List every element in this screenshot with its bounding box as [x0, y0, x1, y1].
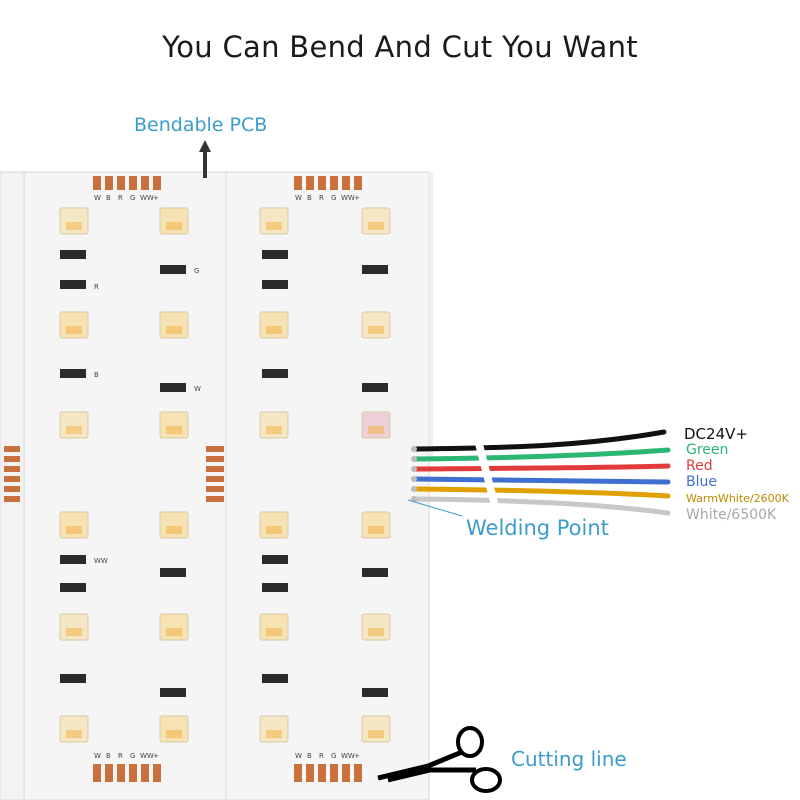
pad-label-top2-b: B	[307, 194, 312, 202]
side-pads-left	[4, 446, 224, 502]
resistor-label-b: B	[94, 371, 99, 379]
wire-label-blue: Blue	[686, 474, 717, 490]
resistors	[60, 250, 388, 697]
pad-label-bottom-b: B	[106, 752, 111, 760]
bottom-pads-right	[294, 764, 362, 782]
pad-label-bottom2-r: R	[319, 752, 324, 760]
bottom-pads-left	[93, 764, 161, 782]
wire-label-white: White/6500K	[686, 507, 777, 523]
pad-label-top2-g: G	[331, 194, 336, 202]
bendable-pcb-label: Bendable PCB	[134, 114, 268, 136]
welding-pointer-line	[407, 499, 463, 517]
resistor-label-w: W	[194, 385, 201, 393]
pad-label-bottom2-ww: WW	[341, 752, 355, 760]
pad-label-top2-w: W	[295, 194, 302, 202]
welding-point-label: Welding Point	[466, 516, 609, 540]
pad-label-top2-plus: +	[354, 194, 360, 202]
pad-label-bottom-plus: +	[153, 752, 159, 760]
pad-label-bottom-g: G	[130, 752, 135, 760]
pad-label-bottom2-b: B	[307, 752, 312, 760]
pad-label-top-plus: +	[153, 194, 159, 202]
pad-label-bottom2-w: W	[295, 752, 302, 760]
led-highlights	[66, 222, 384, 738]
pad-label-top2-r: R	[319, 194, 324, 202]
pcb-strips	[0, 171, 433, 800]
pad-label-top-b: B	[106, 194, 111, 202]
cutting-line-label: Cutting line	[511, 747, 627, 771]
wire-label-warmwhite: WarmWhite/2600K	[686, 492, 789, 505]
top-pads-left	[93, 176, 161, 190]
wire-bundle	[411, 429, 671, 516]
wire-label-red: Red	[686, 458, 713, 474]
resistor-label-ww: WW	[94, 557, 108, 565]
pad-label-bottom2-plus: +	[354, 752, 360, 760]
pad-label-top-ww: WW	[140, 194, 154, 202]
page-title: You Can Bend And Cut You Want	[162, 30, 638, 64]
pad-label-top-r: R	[118, 194, 123, 202]
resistor-label-g: G	[194, 267, 199, 275]
pad-label-top2-ww: WW	[341, 194, 355, 202]
scissors-icon	[377, 726, 502, 793]
pad-label-bottom-ww: WW	[140, 752, 154, 760]
pad-label-top-g: G	[130, 194, 135, 202]
pad-label-top-w: W	[94, 194, 101, 202]
wire-label-green: Green	[686, 442, 729, 458]
wire-label-dc24v: DC24V+	[684, 425, 748, 443]
pad-label-bottom-r: R	[118, 752, 123, 760]
pad-label-bottom2-g: G	[331, 752, 336, 760]
pad-label-bottom-w: W	[94, 752, 101, 760]
top-pads-right	[294, 176, 362, 190]
silkscreen-labels: W B R G WW + W B R G WW + W B R G WW + W…	[94, 194, 360, 760]
bend-arrow-icon	[199, 140, 211, 178]
resistor-label-r: R	[94, 283, 99, 291]
